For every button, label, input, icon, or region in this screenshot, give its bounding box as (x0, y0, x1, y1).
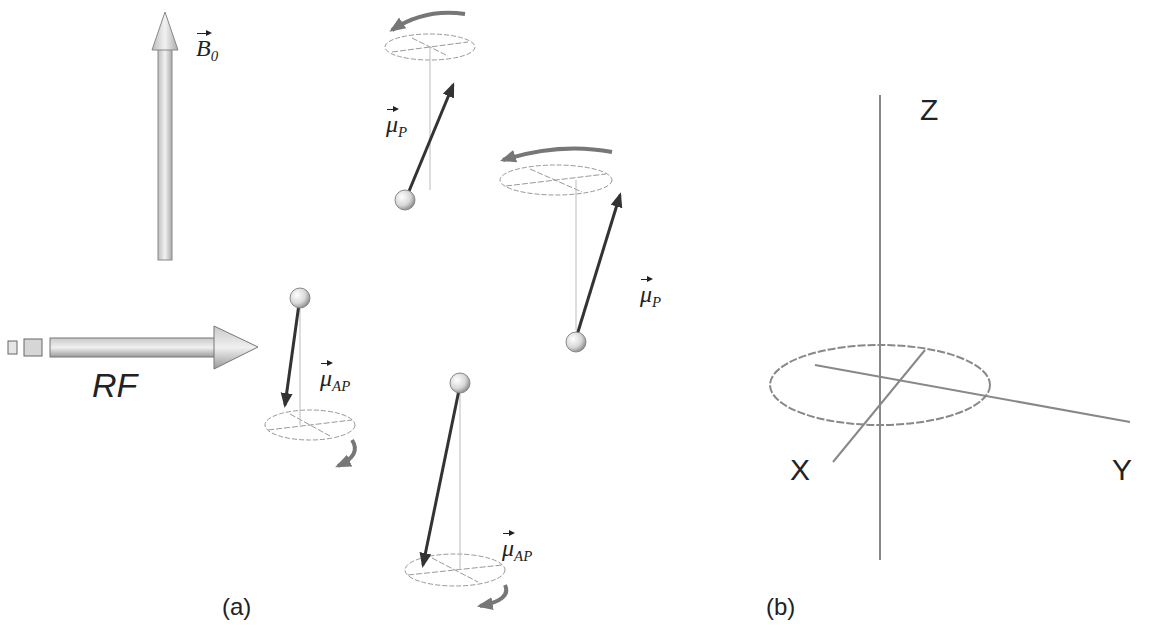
moment-label: μP (386, 112, 407, 140)
b0-arrow (152, 12, 178, 260)
moment-label: μP (640, 282, 661, 310)
spin-antiparallel-1 (265, 288, 355, 466)
spin-antiparallel-2 (405, 373, 506, 606)
spin-parallel-1 (385, 13, 475, 210)
coordinate-axes (770, 95, 1130, 560)
axis-label: Y (1112, 455, 1132, 485)
moment-label: μAP (502, 536, 532, 564)
moment-label: μAP (320, 366, 350, 394)
rf-arrow (8, 326, 258, 369)
spin-parallel-2 (500, 148, 620, 352)
axis-label: X (790, 455, 810, 485)
panel-label: (a) (222, 595, 251, 619)
field-label: B0 (196, 36, 218, 64)
axis-label: Z (920, 95, 938, 125)
panel-label: (b) (766, 595, 795, 619)
rf-label: RF (92, 368, 137, 402)
